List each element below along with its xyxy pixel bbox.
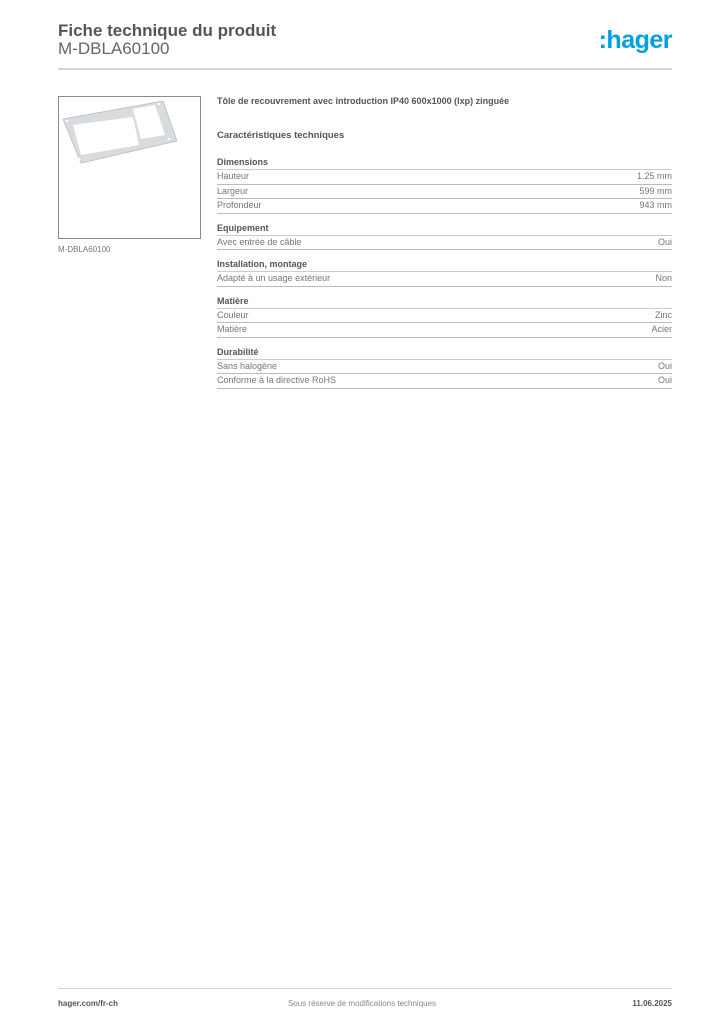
header-divider <box>58 68 672 70</box>
spec-value: Oui <box>657 375 672 385</box>
spec-label: Adapté à un usage extérieur <box>217 273 331 283</box>
spec-label: Couleur <box>217 309 249 320</box>
spec-row: Adapté à un usage extérieur Non <box>217 272 672 287</box>
spec-row: Profondeur 943 mm <box>217 199 672 214</box>
spec-label: Profondeur <box>217 200 262 210</box>
page-title: Fiche technique du produit <box>58 21 277 40</box>
product-reference: M-DBLA60100 <box>58 39 170 58</box>
spec-label: Conforme à la directive RoHS <box>217 375 337 385</box>
product-description: Tôle de recouvrement avec introduction I… <box>217 96 510 106</box>
spec-label: Avec entrée de câble <box>217 236 302 247</box>
footer-divider <box>58 988 672 989</box>
spec-row: Largeur 599 mm <box>217 185 672 199</box>
section-title: Dimensions <box>217 157 672 170</box>
spec-label: Matière <box>217 324 248 334</box>
section-title: Matière <box>217 296 672 309</box>
section-title: Durabilité <box>217 347 672 360</box>
spec-value: Zinc <box>654 309 672 320</box>
spec-row: Sans halogène Oui <box>217 360 672 374</box>
spec-value: Acier <box>651 324 672 334</box>
hager-logo: :hager <box>598 26 673 54</box>
section-title: Equipement <box>217 223 672 236</box>
footer-website: hager.com/fr-ch <box>58 999 119 1008</box>
image-caption: M-DBLA60100 <box>58 245 111 254</box>
specifications: Tôle de recouvrement avec introduction I… <box>217 96 672 398</box>
footer-date: 11.06.2025 <box>632 999 672 1008</box>
spec-row: Couleur Zinc <box>217 309 672 323</box>
spec-value: Oui <box>657 236 672 247</box>
spec-row: Matière Acier <box>217 323 672 338</box>
spec-row: Avec entrée de câble Oui <box>217 236 672 250</box>
characteristics-title: Caractéristiques techniques <box>217 130 345 141</box>
spec-label: Hauteur <box>217 171 250 181</box>
footer-disclaimer: Sous réserve de modifications techniques <box>287 999 437 1008</box>
spec-value: 599 mm <box>639 185 672 196</box>
product-image <box>58 96 201 239</box>
spec-row: Conforme à la directive RoHS Oui <box>217 374 672 389</box>
spec-row: Hauteur 1.25 mm <box>217 170 672 185</box>
spec-label: Largeur <box>217 185 249 196</box>
spec-value: 943 mm <box>639 200 672 210</box>
spec-value: Non <box>655 273 672 283</box>
spec-value: Oui <box>657 360 672 371</box>
spec-label: Sans halogène <box>217 360 278 371</box>
section-title: Installation, montage <box>217 259 672 272</box>
spec-value: 1.25 mm <box>636 171 672 181</box>
